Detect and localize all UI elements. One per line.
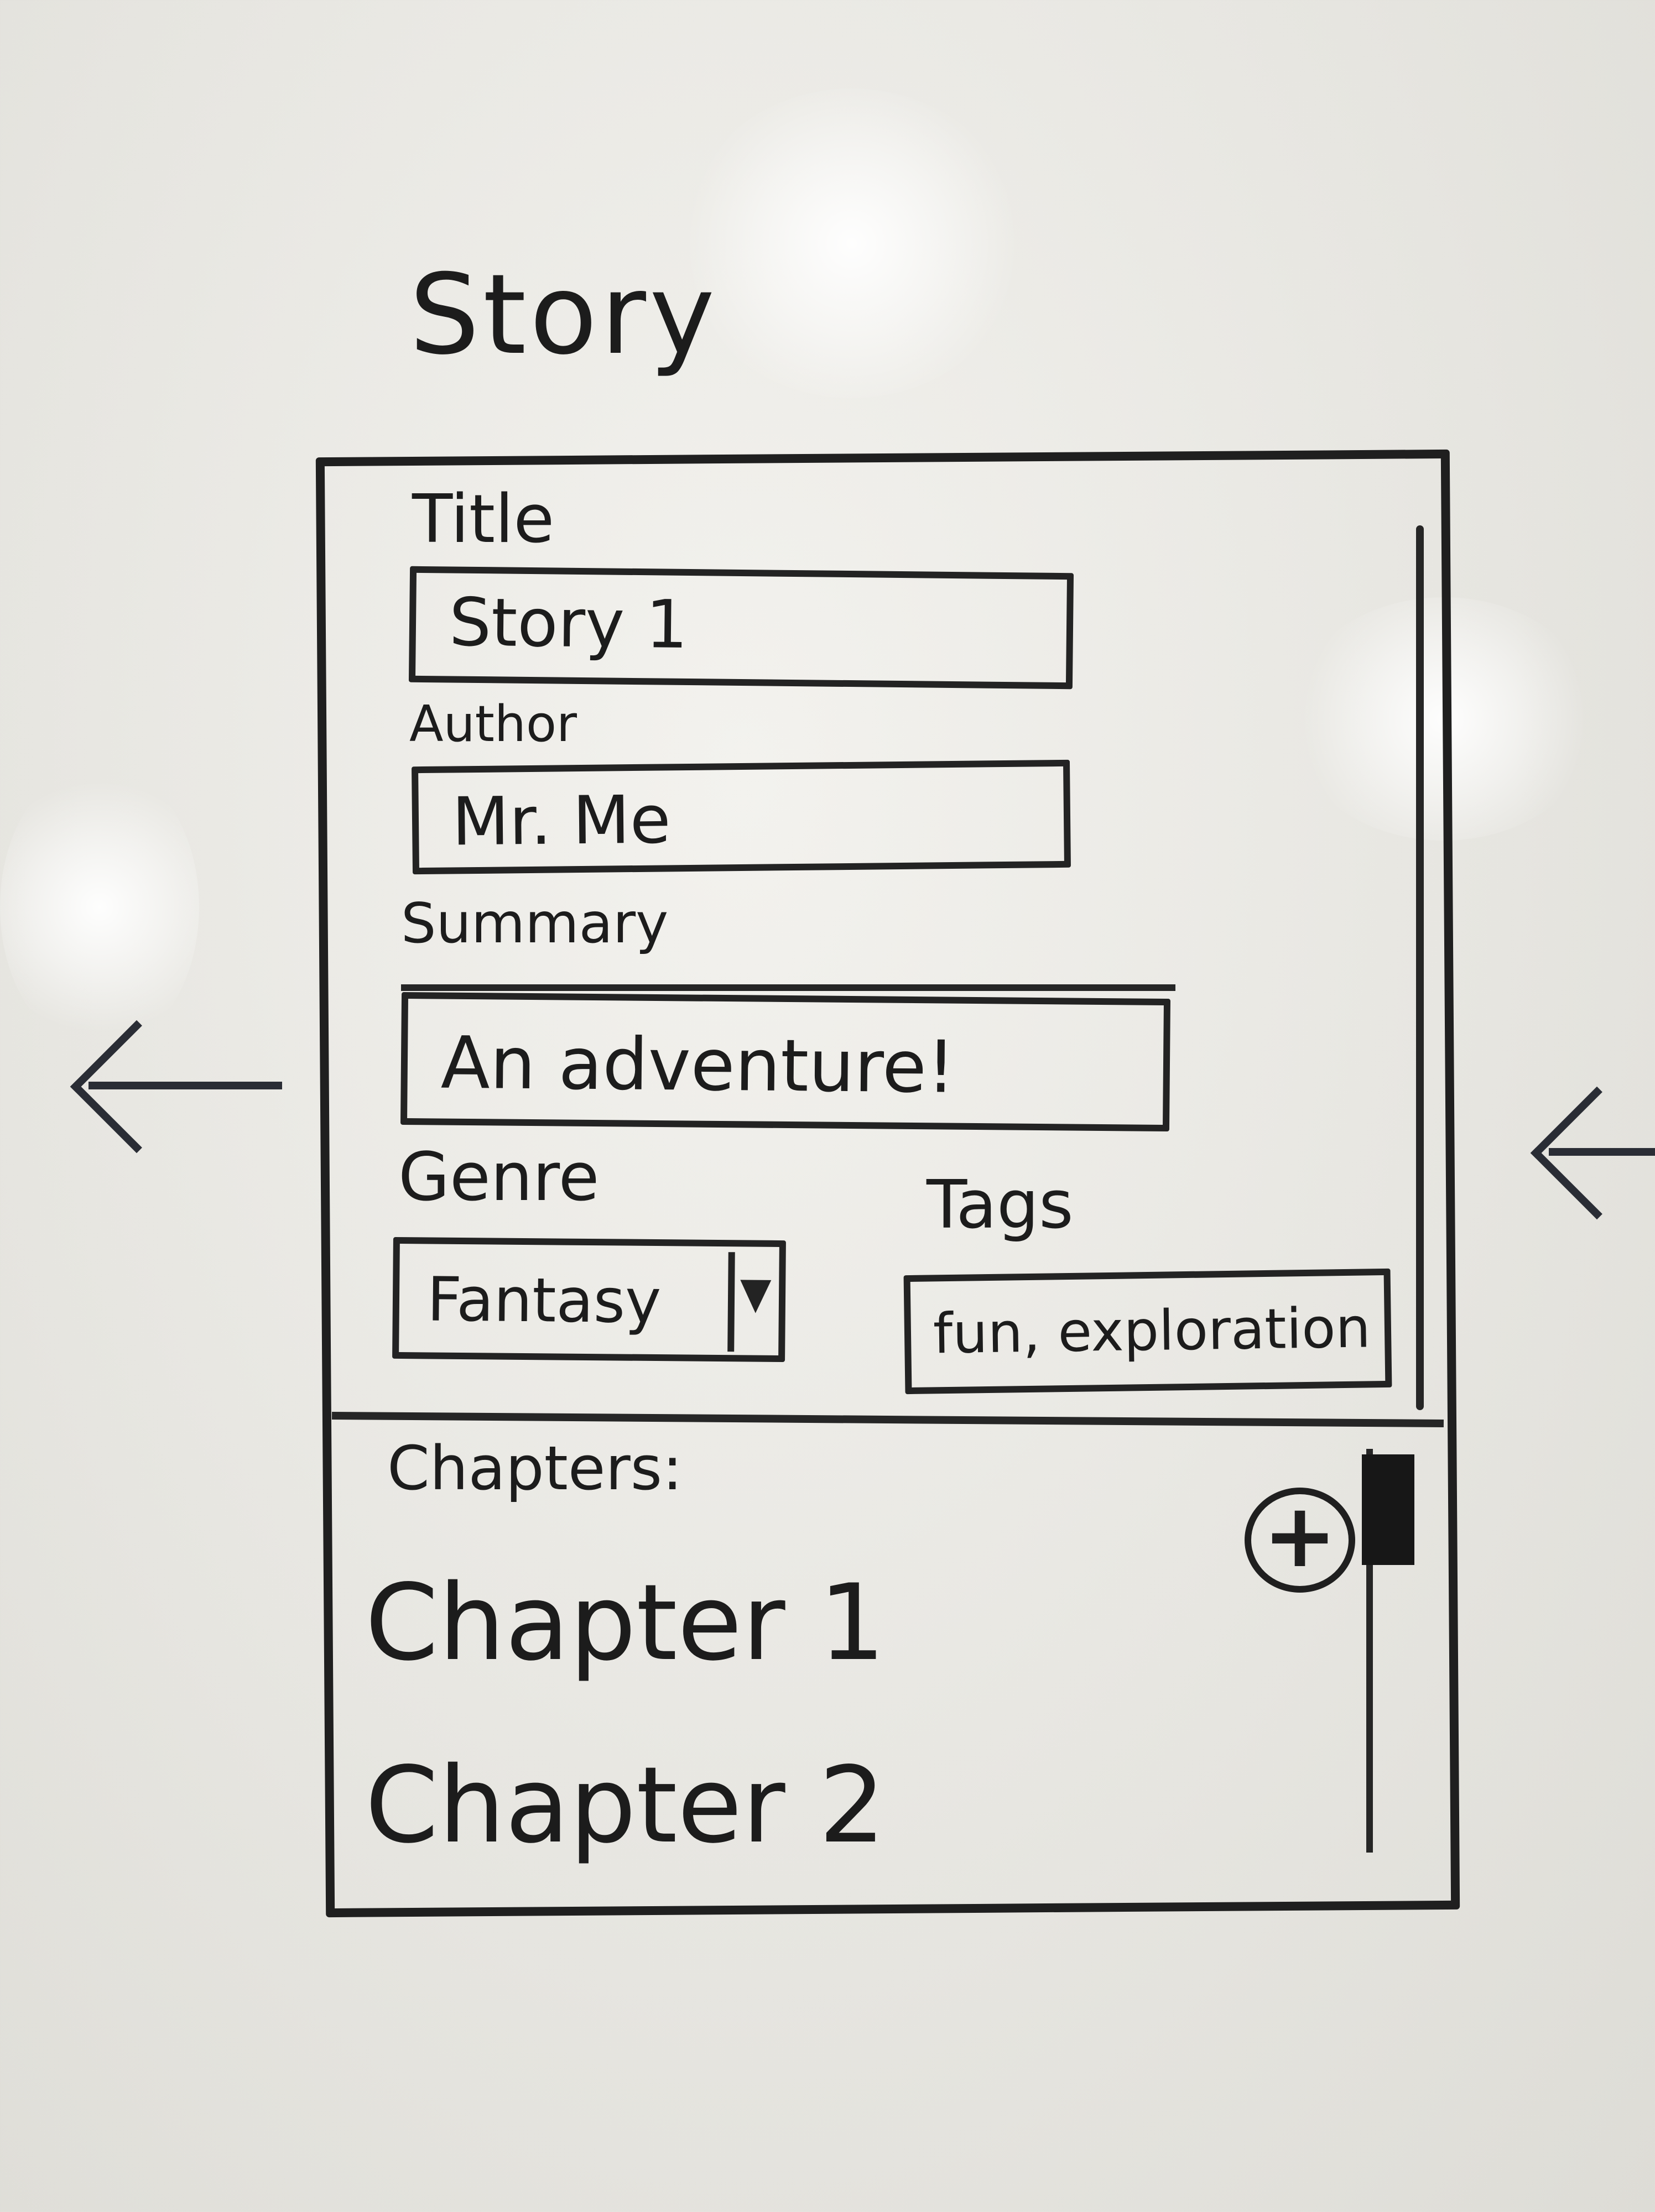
chapters-scrollbar-thumb[interactable]	[1362, 1454, 1414, 1565]
chapter-list-item[interactable]: Chapter 1	[365, 1562, 886, 1684]
author-label: Author	[409, 695, 577, 753]
title-label: Title	[412, 481, 555, 558]
form-scrollbar[interactable]	[1416, 525, 1424, 1410]
genre-label: Genre	[398, 1139, 600, 1216]
chapter-list-item[interactable]: Chapter 2	[365, 1744, 886, 1866]
add-chapter-button[interactable]: +	[1245, 1488, 1355, 1593]
tags-label: Tags	[927, 1167, 1074, 1244]
summary-divider	[401, 984, 1175, 991]
summary-value: An adventure!	[440, 1020, 956, 1109]
back-arrow[interactable]	[55, 1020, 293, 1161]
summary-input[interactable]: An adventure!	[400, 992, 1171, 1132]
genre-dropdown[interactable]: Fantasy	[392, 1237, 786, 1363]
author-input[interactable]: Mr. Me	[412, 759, 1071, 875]
title-value: Story 1	[449, 584, 689, 664]
tags-value: fun, exploration	[933, 1295, 1371, 1366]
genre-value: Fantasy	[426, 1264, 662, 1337]
arrow-left-icon	[89, 1082, 282, 1089]
glare	[0, 763, 199, 1051]
author-value: Mr. Me	[451, 781, 672, 861]
tags-input[interactable]: fun, exploration	[903, 1268, 1392, 1395]
dropdown-separator	[727, 1252, 735, 1352]
arrow-left-icon-head	[70, 1020, 204, 1154]
title-input[interactable]: Story 1	[408, 566, 1074, 690]
chevron-down-icon[interactable]	[740, 1280, 772, 1313]
screen-title: Story	[409, 251, 719, 379]
chapters-heading: Chapters:	[387, 1433, 683, 1504]
forward-arrow[interactable]	[1516, 1084, 1655, 1228]
glare	[680, 88, 1023, 398]
summary-label: Summary	[401, 891, 669, 956]
arrow-left-icon-head	[1530, 1086, 1655, 1220]
arrow-left-icon	[1549, 1148, 1655, 1156]
plus-icon: +	[1262, 1484, 1337, 1587]
